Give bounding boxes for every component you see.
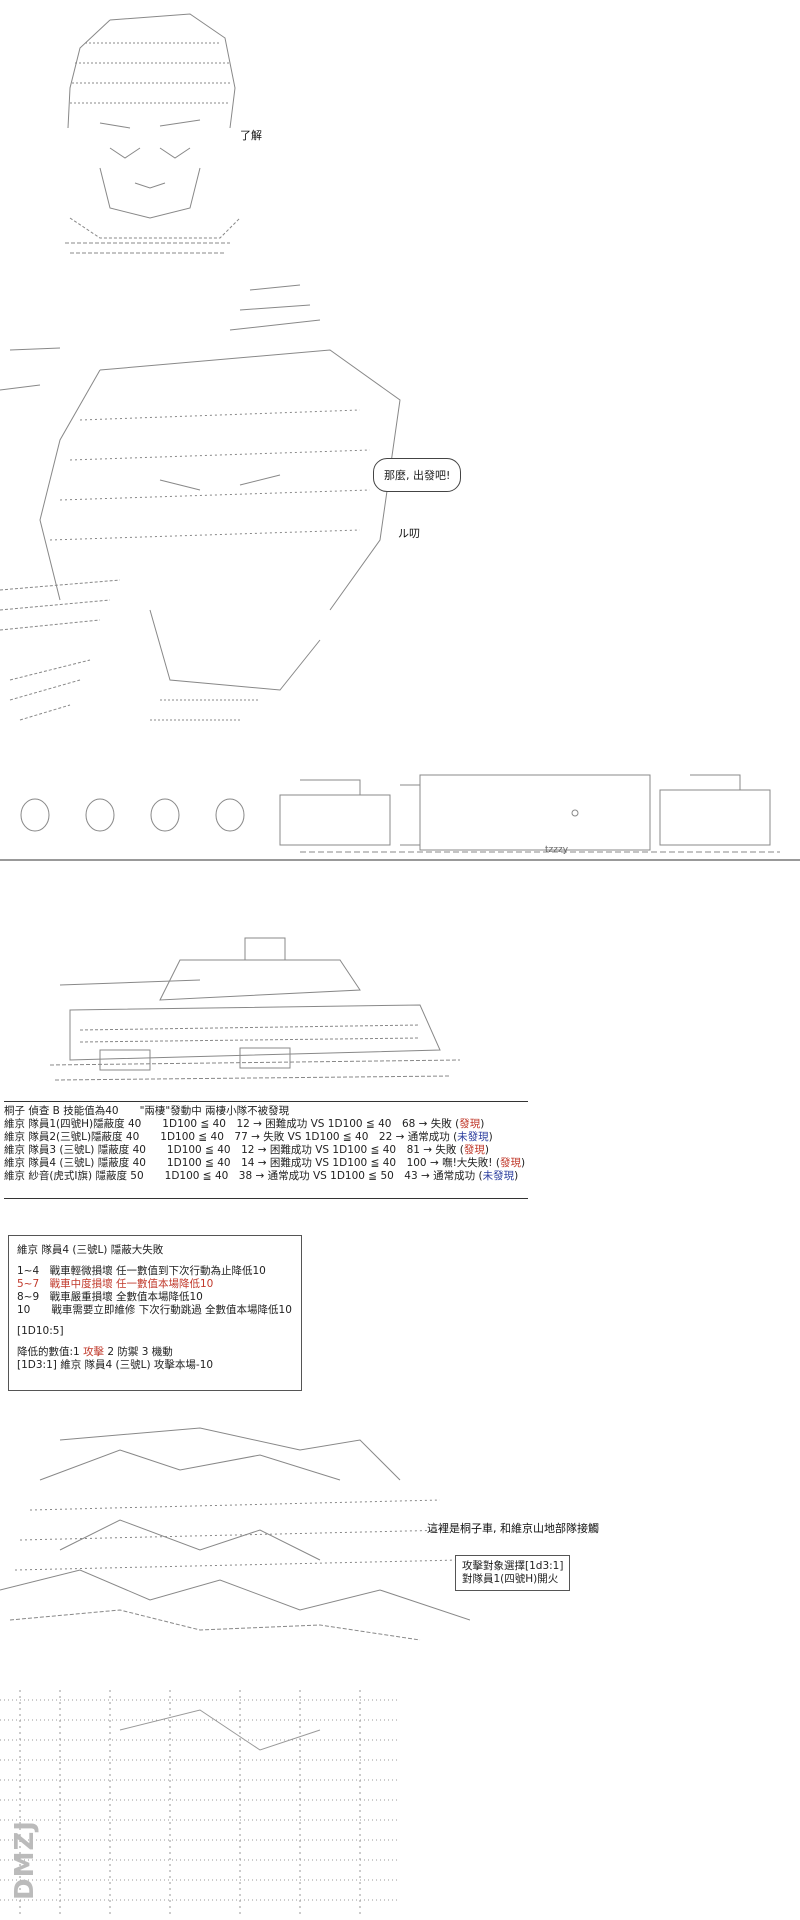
- fumble-line: 10 戰車需要立即維修 下次行動跳過 全數值本場降低10: [17, 1304, 292, 1316]
- dice-log-row: 維京 隊員3 (三號L) 隱蔽度 40 1D100 ≦ 40 12 → 困難成功…: [4, 1144, 489, 1156]
- dice-log-row: 維京 隊員4 (三號L) 隱蔽度 40 1D100 ≦ 40 14 → 困難成功…: [4, 1157, 526, 1169]
- dice-log-row: 維京 紗音(虎式I旗) 隱蔽度 50 1D100 ≦ 40 38 → 通常成功 …: [4, 1170, 519, 1182]
- fumble-result-box: 維京 隊員4 (三號L) 隱蔽大失敗 1~4 戰車輕微損壞 任一數值到下次行動為…: [8, 1235, 302, 1391]
- fumble-reduce: 降低的數值:1 攻擊 2 防禦 3 機動: [17, 1346, 173, 1358]
- tank-art: [40, 930, 480, 1095]
- attack-target-result: 對隊員1(四號H)開火: [462, 1573, 559, 1585]
- dice-log-row: 維京 隊員2(三號L)隱蔽度 40 1D100 ≦ 40 77 → 失敗 VS …: [4, 1131, 493, 1143]
- fumble-roll: [1D10:5]: [17, 1325, 64, 1337]
- watermark-logo: DMZJ: [10, 1820, 40, 1900]
- speech-text: 了解: [240, 129, 262, 142]
- fumble-line-highlighted: 5~7 戰車中度損壞 任一數值本場降低10: [17, 1278, 214, 1290]
- character-portrait-art: [40, 8, 255, 258]
- battle-scene-art: [0, 1420, 470, 1650]
- attack-command-box: 攻擊對象選擇[1d3:1] 對隊員1(四號H)開火: [455, 1555, 571, 1591]
- tank-column-art: [0, 755, 800, 865]
- fumble-final-result: [1D3:1] 維京 隊員4 (三號L) 攻擊本場-10: [17, 1359, 214, 1371]
- narration-text: 這裡是桐子車, 和維京山地部隊接觸: [427, 1522, 599, 1535]
- track-sound-text: tzzzy: [545, 845, 569, 855]
- speech-bubble: 那麼, 出發吧!: [373, 458, 462, 492]
- dice-log: 桐子 偵查 B 技能值為40 "兩棲"發動中 兩棲小隊不被發現 維京 隊員1(四…: [4, 1105, 526, 1183]
- fumble-line: 1~4 戰車輕微損壞 任一數值到下次行動為止降低10: [17, 1265, 266, 1277]
- dice-log-header: 桐子 偵查 B 技能值為40 "兩棲"發動中 兩棲小隊不被發現: [4, 1105, 290, 1117]
- fumble-title: 維京 隊員4 (三號L) 隱蔽大失敗: [17, 1244, 164, 1256]
- girl-closeup-art: [0, 280, 420, 730]
- forest-background-art: [0, 1690, 400, 1918]
- side-note-text: ル叨: [398, 527, 420, 540]
- dice-log-top-rule: [4, 1101, 528, 1102]
- dice-log-row: 維京 隊員1(四號H)隱蔽度 40 1D100 ≦ 40 12 → 困難成功 V…: [4, 1118, 485, 1130]
- dice-log-bottom-rule: [4, 1198, 528, 1199]
- attack-target-roll: 攻擊對象選擇[1d3:1]: [462, 1560, 564, 1572]
- fumble-line: 8~9 戰車嚴重損壞 全數值本場降低10: [17, 1291, 203, 1303]
